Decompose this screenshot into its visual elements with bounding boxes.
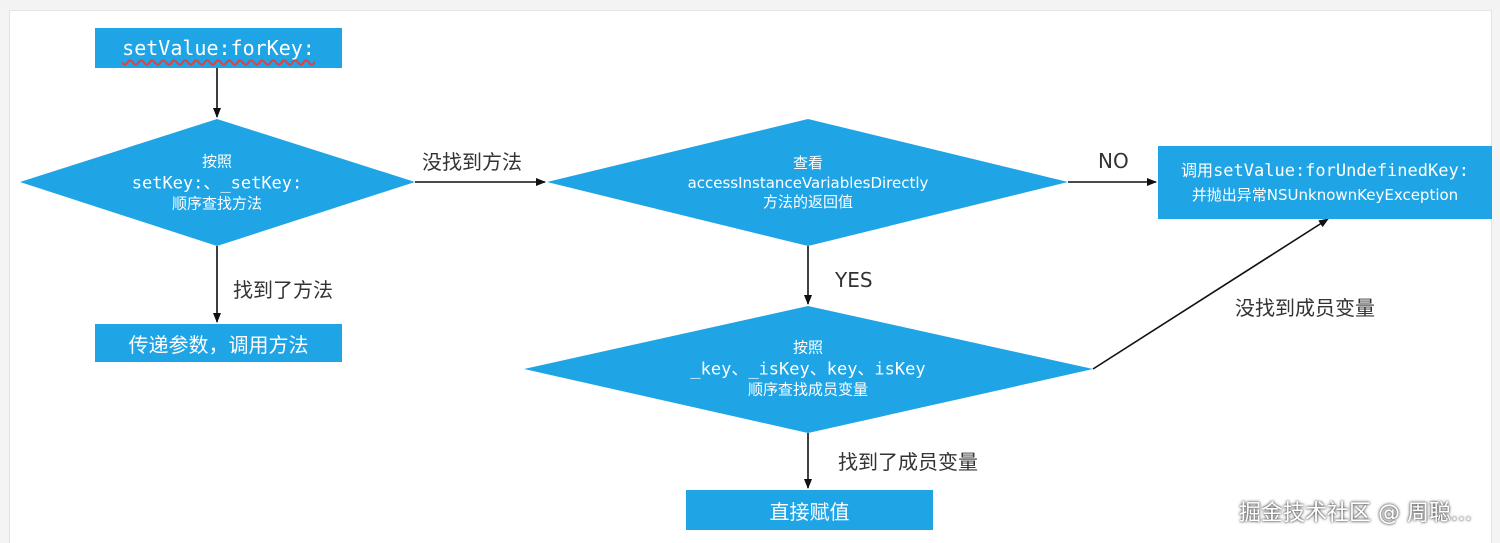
ivar-check-line1: 按照 bbox=[792, 338, 824, 357]
undefined-key-node: 调用setValue:forUndefinedKey: 并抛出异常NSUnkno… bbox=[1158, 146, 1492, 219]
method-check-label: 按照 setKey:、_setKey: 顺序查找方法 bbox=[132, 152, 303, 213]
start-node-label: setValue:forKey: bbox=[122, 36, 315, 60]
ivar-check-line2: _key、_isKey、key、isKey bbox=[690, 358, 926, 379]
undefined-key-line1: 调用setValue:forUndefinedKey: bbox=[1181, 159, 1469, 185]
watermark-text: 掘金技术社区 @ 周聪... bbox=[1239, 501, 1472, 526]
undefined-key-code: setValue:forUndefinedKey: bbox=[1213, 160, 1469, 181]
method-check-line2: setKey:、_setKey: bbox=[131, 172, 303, 193]
access-check-label: 查看 accessInstanceVariablesDirectly 方法的返回… bbox=[688, 154, 929, 213]
window-top-bar bbox=[0, 0, 1500, 11]
decision-find-ivar-diamond bbox=[524, 306, 1093, 433]
right-margin-bar bbox=[1491, 10, 1500, 543]
call-method-node: 传递参数，调用方法 bbox=[95, 324, 342, 362]
undefined-key-line2: 并抛出异常NSUnknownKeyException bbox=[1191, 186, 1459, 204]
edge-label-method-found: 找到了方法 bbox=[233, 278, 333, 302]
call-method-label: 传递参数，调用方法 bbox=[128, 332, 309, 357]
ivar-check-label: 按照 _key、_isKey、key、isKey 顺序查找成员变量 bbox=[690, 338, 925, 399]
ivar-check-line3: 顺序查找成员变量 bbox=[747, 380, 869, 399]
decision-access-ivars-diamond bbox=[547, 119, 1068, 246]
edge-label-var-found: 找到了成员变量 bbox=[838, 450, 978, 474]
left-margin-bar bbox=[0, 10, 10, 543]
method-check-line1: 按照 bbox=[201, 152, 232, 171]
decision-find-setter-diamond bbox=[20, 119, 415, 246]
access-check-line1: 查看 bbox=[792, 153, 824, 172]
assign-node: 直接赋值 bbox=[686, 490, 933, 530]
edge-label-yes: YES bbox=[835, 268, 873, 292]
method-check-line3: 顺序查找方法 bbox=[171, 194, 262, 213]
undefined-key-prefix: 调用 bbox=[1181, 160, 1214, 180]
start-node-setvalue-forkey: setValue:forKey: bbox=[95, 28, 342, 68]
edge-label-var-not-found: 没找到成员变量 bbox=[1235, 296, 1375, 320]
access-check-line2: accessInstanceVariablesDirectly bbox=[687, 173, 929, 192]
assign-label: 直接赋值 bbox=[769, 499, 850, 524]
edge-label-no: NO bbox=[1098, 149, 1129, 173]
edge-label-method-not-found: 没找到方法 bbox=[422, 150, 522, 174]
access-check-line3: 方法的返回值 bbox=[762, 192, 854, 211]
arrow-var-not-found bbox=[1092, 218, 1329, 370]
